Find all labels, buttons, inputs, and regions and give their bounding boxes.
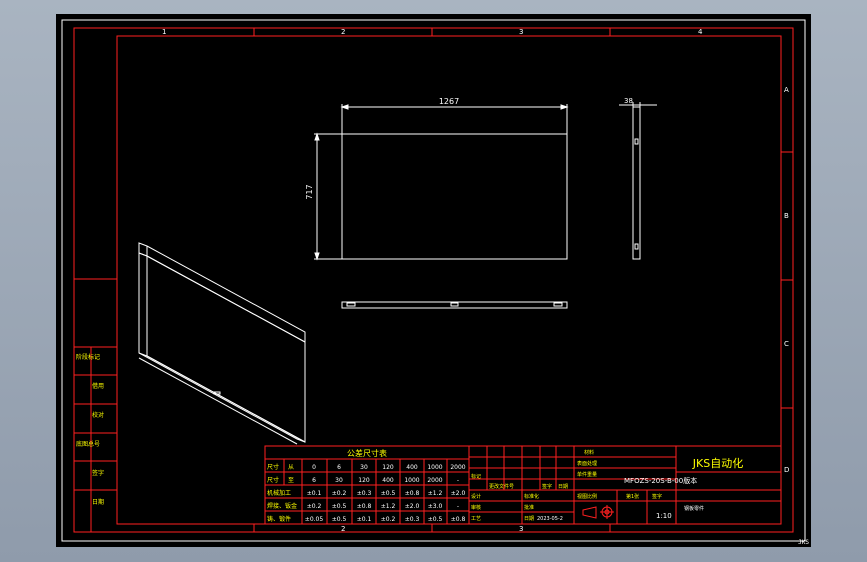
tol-cells: 0 6 30 120 400 1000 2000 6 30 120 400 1000 2000 - ±0.1…	[305, 464, 466, 523]
tb-design-label: 设计	[471, 493, 481, 500]
tol-value-cell: ±0.2	[381, 516, 396, 523]
tol-to-cell: 120	[358, 477, 370, 484]
tol-header-from: 从	[288, 464, 294, 471]
tol-from-cell: 0	[312, 464, 316, 471]
tol-value-cell: ±0.2	[307, 503, 322, 510]
left-label-base: 底图总号	[76, 440, 100, 448]
left-label-sign: 签字	[92, 469, 104, 477]
tb-approve-label: 批准	[524, 504, 534, 511]
dim-thickness-label: 38	[624, 97, 633, 105]
zone-label-bottom-3: 3	[519, 525, 523, 533]
tol-header-size: 尺寸	[267, 463, 279, 471]
tb-craft-label: 工艺	[471, 516, 481, 522]
tol-from-cell: 6	[337, 464, 341, 471]
tol-value-cell: ±0.8	[405, 490, 420, 497]
tb-treatment-label: 表面处理	[577, 460, 597, 467]
title-block-grid	[264, 445, 782, 525]
left-label-check: 校对	[92, 411, 104, 419]
tol-to-cell: 1000	[404, 477, 419, 484]
tb-drawing-number: MFOZS-20S-B-00版本	[624, 476, 697, 485]
zone-label-side-a: A	[784, 86, 789, 94]
zone-label-top-1: 1	[162, 28, 166, 36]
tol-value-cell: ±0.5	[428, 516, 443, 523]
tol-value-cell: ±0.1	[307, 490, 322, 497]
tol-value-cell: ±0.5	[332, 516, 347, 523]
tol-from-cell: 400	[406, 464, 418, 471]
drawing-sheet: 1 2 3 4 2 3 A B C D 阶段标记 借用 校对 底图总号 签字 日…	[61, 19, 806, 542]
tol-from-cell: 30	[360, 464, 368, 471]
zone-ticks	[253, 28, 793, 532]
tb-scale-value: 1:10	[656, 512, 672, 520]
iso-slot	[213, 391, 221, 395]
tol-row-label-1: 焊接、钣金	[267, 502, 297, 510]
tb-standard-label: 标准化	[524, 493, 539, 500]
tol-table-title: 公差尺寸表	[347, 448, 387, 458]
tol-value-cell: ±0.1	[357, 516, 372, 523]
tol-row-label-0: 机械加工	[267, 489, 291, 497]
drawing-border	[116, 35, 782, 525]
tb-check-label: 审核	[471, 504, 481, 511]
zone-label-side-d: D	[784, 466, 789, 474]
frame-border	[73, 27, 794, 533]
tol-to-cell: 2000	[427, 477, 442, 484]
zone-label-bottom-2: 2	[341, 525, 345, 533]
tol-value-cell: ±0.3	[357, 490, 372, 497]
corner-tag: JKS	[798, 539, 809, 546]
tol-value-cell: ±0.05	[305, 516, 324, 523]
isometric-view	[138, 242, 306, 445]
tol-to-cell: 400	[382, 477, 394, 484]
tb-mass-label: 单件重量	[577, 471, 597, 478]
tb-sheet-label: 第1张	[626, 493, 639, 500]
front-view	[314, 104, 569, 261]
tol-value-cell: -	[457, 503, 459, 510]
zone-label-top-4: 4	[698, 28, 703, 36]
left-label-date: 日期	[92, 498, 104, 506]
tol-value-cell: ±2.0	[451, 490, 466, 497]
dim-height-label: 717	[305, 184, 314, 199]
tol-value-cell: ±2.0	[405, 503, 420, 510]
tol-value-cell: ±1.2	[428, 490, 443, 497]
tol-header-size-2: 尺寸	[267, 476, 279, 484]
tol-from-cell: 2000	[450, 464, 465, 471]
tol-to-cell: 30	[335, 477, 343, 484]
zone-label-top-2: 2	[341, 28, 345, 36]
tol-value-cell: ±1.2	[381, 503, 396, 510]
tol-value-cell: ±0.8	[451, 516, 466, 523]
left-column-boxes	[74, 278, 117, 532]
tol-header-to: 至	[288, 477, 294, 484]
tol-value-cell: ±0.5	[381, 490, 396, 497]
tb-sign-label: 签字	[542, 483, 552, 490]
bottom-view	[341, 301, 568, 309]
tb-part-name: 钢板零件	[684, 505, 704, 512]
tb-mark-label: 标记	[471, 473, 481, 480]
zone-label-side-c: C	[784, 340, 789, 348]
tb-scale-label: 视图比例	[577, 493, 597, 500]
tol-to-cell: 6	[312, 477, 316, 484]
side-view	[619, 102, 657, 260]
tb-date-value: 2023-05-2	[537, 516, 563, 522]
tol-to-cell: -	[457, 477, 459, 484]
tol-value-cell: ±0.8	[357, 503, 372, 510]
projection-symbol-icon	[582, 505, 614, 519]
tb-revision-label: 更改文件号	[489, 483, 514, 490]
zone-label-side-b: B	[784, 212, 789, 220]
tol-value-cell: ±3.0	[428, 503, 443, 510]
tol-from-cell: 1000	[427, 464, 442, 471]
tb-date-label: 日期	[558, 484, 568, 490]
tol-value-cell: ±0.2	[332, 490, 347, 497]
left-label-borrow: 借用	[92, 382, 104, 390]
tol-from-cell: 120	[382, 464, 394, 471]
left-label-stage: 阶段标记	[76, 353, 100, 361]
tol-value-cell: ±0.5	[332, 503, 347, 510]
tol-row-label-2: 铸、锻件	[267, 515, 291, 523]
cad-viewport[interactable]: 1 2 3 4 2 3 A B C D 阶段标记 借用 校对 底图总号 签字 日…	[56, 14, 811, 547]
tb-date-label-2: 日期	[524, 516, 534, 522]
tb-sign-label-2: 签字	[652, 493, 662, 500]
dim-width-label: 1267	[439, 97, 459, 106]
tb-material-label: 材料	[584, 449, 594, 456]
tol-value-cell: ±0.3	[405, 516, 420, 523]
outer-border	[61, 19, 806, 542]
tb-company: JKS自动化	[692, 456, 743, 470]
zone-label-top-3: 3	[519, 28, 523, 36]
